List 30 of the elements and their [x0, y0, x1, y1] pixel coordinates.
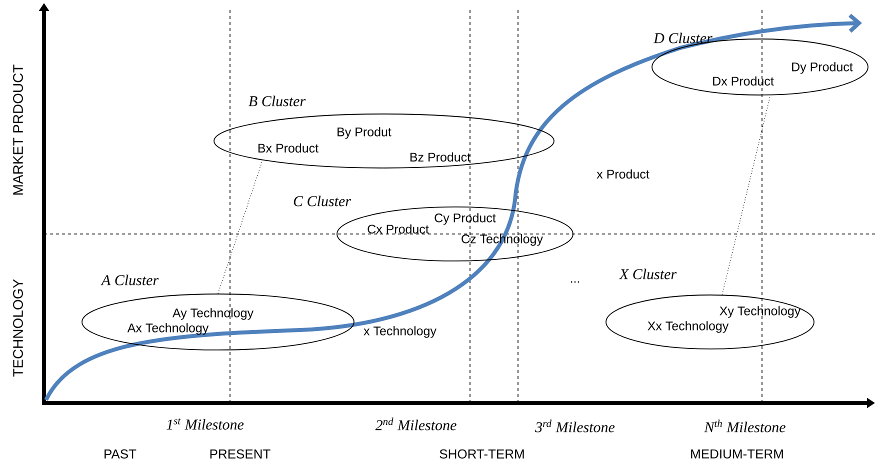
axis-label: TECHNOLOGY: [13, 279, 23, 377]
item-label: Dy Product: [792, 62, 853, 74]
leader-line: [218, 160, 263, 294]
period-label: PRESENT: [210, 449, 270, 459]
cluster-heading: X Cluster: [618, 268, 677, 280]
item-label: Ax Technology: [127, 323, 209, 335]
item-label: Dx Product: [713, 76, 774, 86]
leader-line: [722, 94, 771, 296]
item-label: x Product: [596, 169, 650, 179]
item-label: Xy Technology: [720, 306, 801, 318]
item-label: By Produt: [338, 127, 392, 139]
item-label: Xx Technology: [648, 321, 729, 333]
cluster-heading: D Cluster: [653, 32, 712, 44]
period-label: MEDIUM-TERM: [691, 449, 783, 459]
cluster-heading: C Cluster: [294, 196, 352, 206]
milestone-label: N$^{th}$ Milestone: [704, 420, 786, 432]
item-label: Cx Product: [368, 224, 429, 234]
item-label: ...: [570, 281, 580, 283]
item-label: Bz Product: [410, 152, 470, 162]
milestone-label: 3$^{rd}$ Milestone: [535, 420, 615, 432]
axis-label: MARKET PRDOUCT: [13, 64, 23, 195]
milestone-label: 1$^{st}$ Milestone: [166, 418, 244, 430]
period-label: SHORT-TERM: [440, 449, 524, 459]
item-label: Cy Product: [434, 213, 496, 225]
cluster-heading: B Cluster: [248, 96, 306, 106]
milestone-label: 2$^{nd}$ Milestone: [375, 418, 456, 430]
cluster-heading: A Cluster: [100, 274, 159, 286]
item-label: Ay Technology: [172, 308, 254, 320]
item-label: Bx Product: [258, 143, 318, 153]
period-label: PAST: [104, 449, 136, 459]
